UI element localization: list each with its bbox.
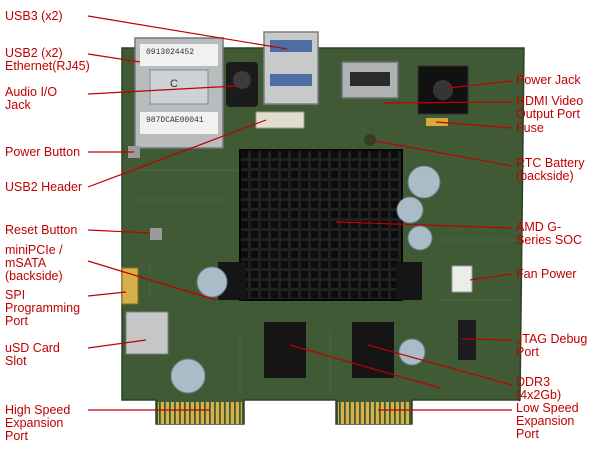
ddr3-chip	[264, 322, 306, 378]
label-hdmi: HDMI Video Output Port	[516, 94, 584, 121]
capacitor	[196, 266, 228, 298]
pcb-traces	[130, 169, 515, 395]
capacitor	[398, 338, 426, 366]
sticker-bottom-text: 987DCAE00041	[146, 116, 204, 125]
fan-connector	[451, 265, 473, 293]
high-speed-fingers	[158, 402, 242, 424]
sticker-top-text: 0913024452	[146, 48, 195, 57]
capacitor	[407, 225, 433, 251]
usd-slot	[125, 311, 169, 355]
label-power-button: Power Button	[5, 145, 81, 159]
capacitor	[407, 165, 441, 199]
usb2-header	[255, 111, 305, 129]
label-reset-button: Reset Button	[5, 223, 78, 237]
label-minipcie: miniPCIe / mSATA (backside)	[5, 243, 63, 283]
label-audio: Audio I/O Jack	[5, 85, 58, 112]
label-soc: AMD G- Series SOC	[516, 220, 582, 247]
label-ddr3: DDR3 (4x2Gb)	[516, 375, 562, 402]
label-jtag: JTAG Debug Port	[516, 332, 588, 359]
label-usb3: USB3 (x2)	[5, 9, 63, 23]
capacitor	[170, 358, 206, 394]
heatsink	[239, 149, 403, 301]
label-low-speed: Low Speed Expansion Port	[516, 401, 579, 441]
label-power-jack: Power Jack	[516, 73, 581, 87]
label-high-speed: High Speed Expansion Port	[5, 403, 71, 443]
label-usb2-ethernet: USB2 (x2) Ethernet(RJ45)	[5, 46, 90, 73]
label-fuse: Fuse	[516, 121, 544, 135]
capacitor	[396, 196, 424, 224]
leader-lines	[87, 15, 513, 411]
sticker-mark: C	[170, 78, 178, 90]
label-spi: SPI Programming Port	[5, 288, 81, 328]
jtag-header	[458, 320, 476, 360]
label-usd: uSD Card Slot	[5, 341, 60, 368]
label-fan: Fan Power	[516, 267, 577, 281]
low-speed-fingers	[338, 402, 410, 424]
spi-header	[121, 267, 139, 305]
label-usb2-header: USB2 Header	[5, 180, 83, 194]
reset-button-part	[150, 228, 162, 240]
label-rtc: RTC Battery (backside)	[516, 156, 585, 183]
